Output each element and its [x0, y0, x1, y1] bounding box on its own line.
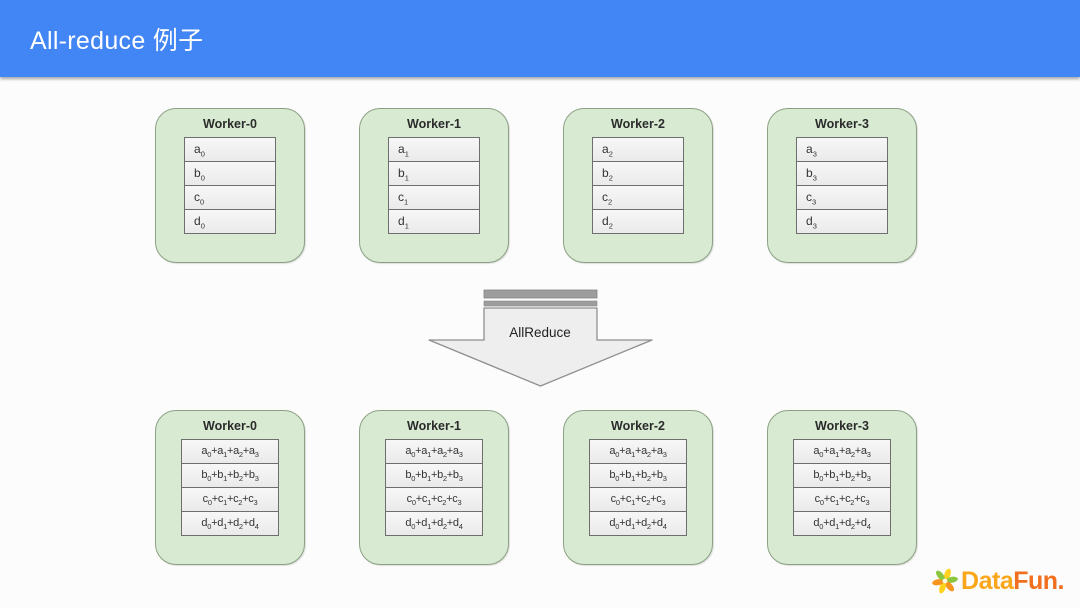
data-chunk-row: b0+b1+b2+b3: [793, 463, 891, 488]
data-chunk-row: a0+a1+a2+a3: [385, 439, 483, 464]
worker-title: Worker-2: [611, 117, 665, 131]
arrow-stripe-top: [483, 289, 598, 299]
allreduce-label: AllReduce: [509, 325, 571, 340]
data-chunk-row: c0+c1+c2+c3: [385, 487, 483, 512]
arrow-body: [428, 307, 653, 387]
data-chunk-row: b0+b1+b2+b3: [385, 463, 483, 488]
data-chunk-row: a0: [184, 137, 276, 162]
data-chunk-row: d0: [184, 209, 276, 234]
data-chunk-row: a0+a1+a2+a3: [793, 439, 891, 464]
logo-text: DataFun.: [961, 567, 1064, 596]
data-chunk-row: b0+b1+b2+b3: [181, 463, 279, 488]
worker-title: Worker-3: [815, 117, 869, 131]
data-chunk-row: c3: [796, 185, 888, 210]
worker-title: Worker-3: [815, 419, 869, 433]
data-chunk-row: d0+d1+d2+d4: [589, 511, 687, 536]
data-chunk-row: c1: [388, 185, 480, 210]
data-chunk-row: c0+c1+c2+c3: [181, 487, 279, 512]
worker-title: Worker-0: [203, 117, 257, 131]
data-chunk-row: b2: [592, 161, 684, 186]
logo-text-data: Data: [961, 566, 1014, 595]
worker-title: Worker-1: [407, 117, 461, 131]
data-chunk-row: a0+a1+a2+a3: [589, 439, 687, 464]
data-chunk-row: c0+c1+c2+c3: [793, 487, 891, 512]
data-chunk-row: d1: [388, 209, 480, 234]
arrow-stripe-bottom: [483, 300, 598, 307]
slide-title: All-reduce 例子: [30, 26, 204, 55]
data-chunk-row: a2: [592, 137, 684, 162]
data-chunk-row: b1: [388, 161, 480, 186]
worker-title: Worker-2: [611, 419, 665, 433]
data-chunk-row: b0: [184, 161, 276, 186]
data-chunk-row: b3: [796, 161, 888, 186]
datafun-logo: DataFun.: [930, 566, 1064, 596]
data-chunk-row: d2: [592, 209, 684, 234]
data-chunk-row: a3: [796, 137, 888, 162]
data-chunk-row: c0: [184, 185, 276, 210]
pinwheel-icon: [932, 568, 958, 594]
data-chunk-row: a1: [388, 137, 480, 162]
data-chunk-row: a0+a1+a2+a3: [181, 439, 279, 464]
worker-title: Worker-1: [407, 419, 461, 433]
data-chunk-row: c2: [592, 185, 684, 210]
data-chunk-row: b0+b1+b2+b3: [589, 463, 687, 488]
worker-title: Worker-0: [203, 419, 257, 433]
data-chunk-row: c0+c1+c2+c3: [589, 487, 687, 512]
data-chunk-row: d0+d1+d2+d4: [793, 511, 891, 536]
allreduce-arrow: AllReduce: [428, 289, 653, 387]
slide-header: All-reduce 例子: [0, 0, 1080, 77]
data-chunk-row: d0+d1+d2+d4: [385, 511, 483, 536]
logo-text-fun: Fun.: [1013, 566, 1064, 595]
data-chunk-row: d3: [796, 209, 888, 234]
data-chunk-row: d0+d1+d2+d4: [181, 511, 279, 536]
